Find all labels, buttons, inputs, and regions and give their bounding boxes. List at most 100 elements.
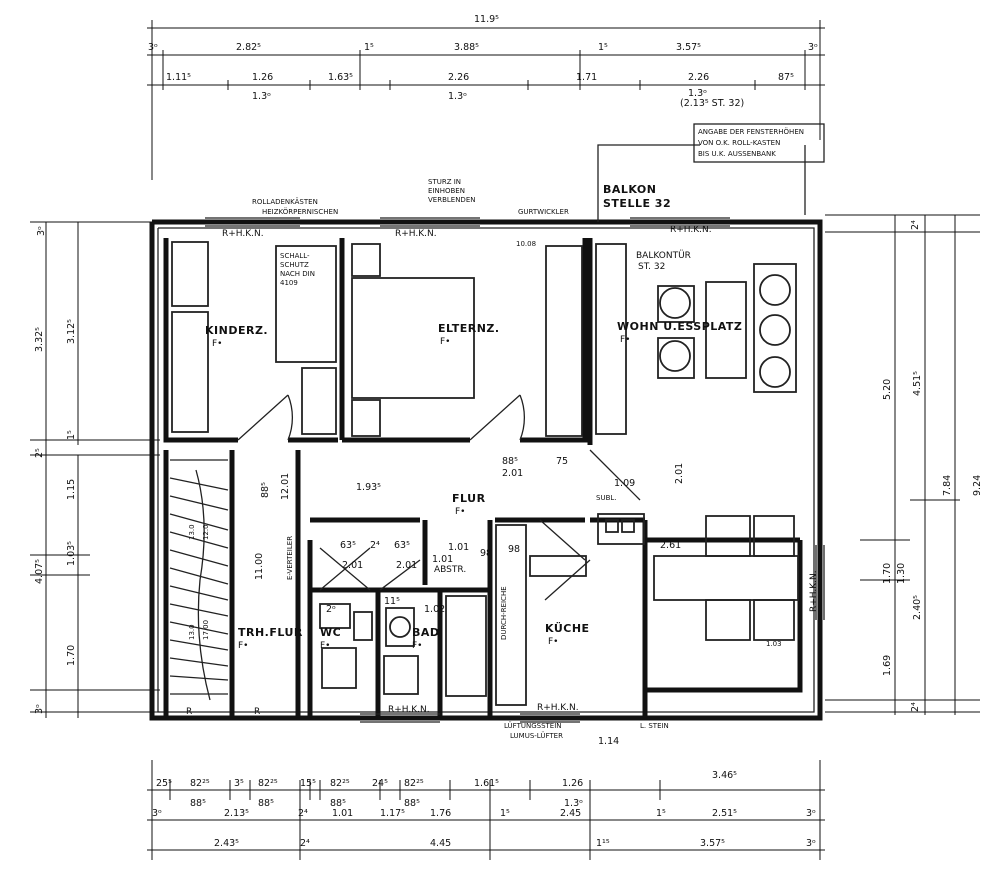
room-wc: WC bbox=[320, 626, 341, 639]
note-luft-2: LUMUS-LÜFTER bbox=[510, 731, 563, 740]
dim-top-2-2: 1⁵ bbox=[364, 42, 374, 53]
dim-bottom-1-15: 3.46⁵ bbox=[712, 770, 737, 781]
note-schall-1: SCHALL- bbox=[280, 252, 310, 260]
note-rhkn-3: R+H.K.N. bbox=[670, 225, 712, 235]
dim-bottom-1-9: 24⁵ bbox=[372, 778, 388, 789]
dim-right-5: 1.70 bbox=[882, 563, 893, 584]
furniture bbox=[169, 241, 799, 706]
dim-top-2-0: 3ᵒ bbox=[148, 42, 158, 53]
note-fenster-1: ANGABE DER FENSTERHÖHEN bbox=[698, 127, 804, 136]
note-luft-1: LÜFTUNGSSTEIN bbox=[504, 721, 562, 730]
dim-int-26: 2.61 bbox=[660, 540, 681, 551]
dim-int-18: 1.14 bbox=[598, 736, 619, 747]
note-rhkn-2: R+H.K.N. bbox=[395, 229, 437, 239]
dim-bottom-2-6: 1⁵ bbox=[500, 808, 510, 819]
dim-top-2-4: 1⁵ bbox=[598, 42, 608, 53]
dim-int-10: 63⁵ bbox=[394, 540, 410, 551]
dim-left-3: 1⁵ bbox=[66, 430, 77, 440]
note-stelle: STELLE 32 bbox=[603, 197, 671, 210]
dim-top-2-5: 3.57⁵ bbox=[676, 42, 701, 53]
dim-top-3-3: 2.26 bbox=[448, 72, 469, 83]
room-flur: FLUR bbox=[452, 492, 486, 505]
dimension-lines bbox=[30, 20, 980, 860]
doors bbox=[237, 394, 641, 601]
room-abstr: ABSTR. bbox=[434, 565, 466, 575]
note-rhkn-1: R+H.K.N. bbox=[222, 229, 264, 239]
dim-bottom-3-4: 3.57⁵ bbox=[700, 838, 725, 849]
dim-bottom-2-1: 2.13⁵ bbox=[224, 808, 249, 819]
dim-int-5: 1.09 bbox=[614, 478, 635, 489]
dim-left-2: 3.12⁵ bbox=[66, 319, 77, 344]
dim-right-8: 1.69 bbox=[882, 655, 893, 676]
dim-left-5: 4.07⁵ bbox=[34, 559, 45, 584]
dim-bottom-1-5: 88⁵ bbox=[258, 798, 274, 809]
dim-bottom-1-0: 25⁵ bbox=[156, 778, 172, 789]
dim-int-22: 13.0 bbox=[188, 624, 196, 640]
dim-int-6: 88⁵ bbox=[260, 482, 271, 498]
dim-bottom-2-4: 1.17⁵ bbox=[380, 808, 405, 819]
dim-left-1: 3.32⁵ bbox=[34, 327, 45, 352]
dim-right-3: 7.84 bbox=[942, 475, 953, 496]
room-elternz: ELTERNZ. bbox=[438, 322, 500, 335]
note-balkon: BALKON bbox=[603, 183, 657, 196]
room-kueche: KÜCHE bbox=[545, 621, 590, 635]
note-fenster-3: BIS U.K. AUSSENBANK bbox=[698, 150, 776, 158]
dim-int-7: 2.01 bbox=[674, 463, 685, 484]
room-elternz-floor: F• bbox=[440, 337, 451, 347]
room-wohn-floor: F• bbox=[620, 335, 631, 345]
dim-bottom-3-3: 1¹⁵ bbox=[596, 838, 610, 849]
dim-top-1-0: 11.9⁵ bbox=[474, 14, 499, 25]
dim-int-3: 2.01 bbox=[502, 468, 523, 479]
dim-top-3b-1: 1.3ᵒ bbox=[448, 91, 467, 102]
dim-int-20: 13.0 bbox=[188, 524, 196, 540]
outer-walls bbox=[149, 144, 823, 721]
note-r-1: R bbox=[186, 707, 192, 717]
dim-top-3-6: 87⁵ bbox=[778, 72, 794, 83]
dim-int-16: 2.01 bbox=[396, 560, 417, 571]
dim-int-19: 2ᵒ bbox=[326, 604, 336, 615]
dim-top-3-1: 1.26 bbox=[252, 72, 273, 83]
dim-top-3b-3: (2.13⁵ ST. 32) bbox=[680, 98, 744, 109]
note-sturz-2: EINHOBEN bbox=[428, 187, 465, 195]
note-sturz-3: VERBLENDEN bbox=[428, 196, 476, 204]
dim-top-3b-0: 1.3ᵒ bbox=[252, 91, 271, 102]
dim-bottom-1-8: 88⁵ bbox=[330, 798, 346, 809]
dim-int-0: 88⁵ bbox=[502, 456, 518, 467]
dim-right-7: 2.40⁵ bbox=[912, 595, 923, 620]
note-r-2: R bbox=[254, 707, 260, 717]
dim-int-8: 63⁵ bbox=[340, 540, 356, 551]
note-heizkoerper: HEIZKÖRPERNISCHEN bbox=[262, 207, 338, 216]
dim-bottom-1-4: 82²⁵ bbox=[258, 778, 278, 789]
dim-bottom-1-12: 1.61⁵ bbox=[474, 778, 499, 789]
dim-right-0: 2⁴ bbox=[910, 220, 921, 230]
dim-top-3-4: 1.71 bbox=[576, 72, 597, 83]
dim-int-13: 98 bbox=[508, 544, 520, 555]
dim-bottom-1-13: 1.26 bbox=[562, 778, 583, 789]
dim-top-2-3: 3.88⁵ bbox=[454, 42, 479, 53]
dim-left-0: 3ᵒ bbox=[36, 226, 47, 236]
dim-bottom-1-11: 88⁵ bbox=[404, 798, 420, 809]
room-wc-floor: F• bbox=[320, 641, 331, 651]
dim-int-27: 1.03 bbox=[766, 640, 782, 648]
dim-left-7: 1.03⁵ bbox=[66, 541, 77, 566]
dim-right-2: 4.51⁵ bbox=[912, 371, 923, 396]
note-fenster-2: VON O.K. ROLL-KASTEN bbox=[698, 139, 780, 147]
dim-bottom-3-0: 2.43⁵ bbox=[214, 838, 239, 849]
dim-bottom-1-6: 15⁵ bbox=[300, 778, 316, 789]
dim-bottom-2-0: 3ᵒ bbox=[152, 808, 162, 819]
dim-bottom-2-2: 2⁴ bbox=[298, 808, 308, 819]
dim-top-3-5: 2.26 bbox=[688, 72, 709, 83]
note-rhkn-side: R+H.K.N. bbox=[809, 570, 819, 612]
dim-int-15: 11⁵ bbox=[384, 596, 400, 607]
dim-top-2-6: 3ᵒ bbox=[808, 42, 818, 53]
windows bbox=[205, 217, 825, 723]
note-evert: E-VERTEILER bbox=[286, 536, 294, 580]
dim-right-4: 9.24 bbox=[972, 475, 983, 496]
dim-int-24: 10.08 bbox=[516, 240, 536, 248]
note-rhkn-4: R+H.K.N. bbox=[388, 705, 430, 715]
dim-left-9: 3ᵒ bbox=[34, 704, 45, 714]
dim-bottom-1-3: 3⁵ bbox=[234, 778, 244, 789]
dim-right-1: 5.20 bbox=[882, 379, 893, 400]
note-sturz-1: STURZ IN bbox=[428, 178, 461, 186]
